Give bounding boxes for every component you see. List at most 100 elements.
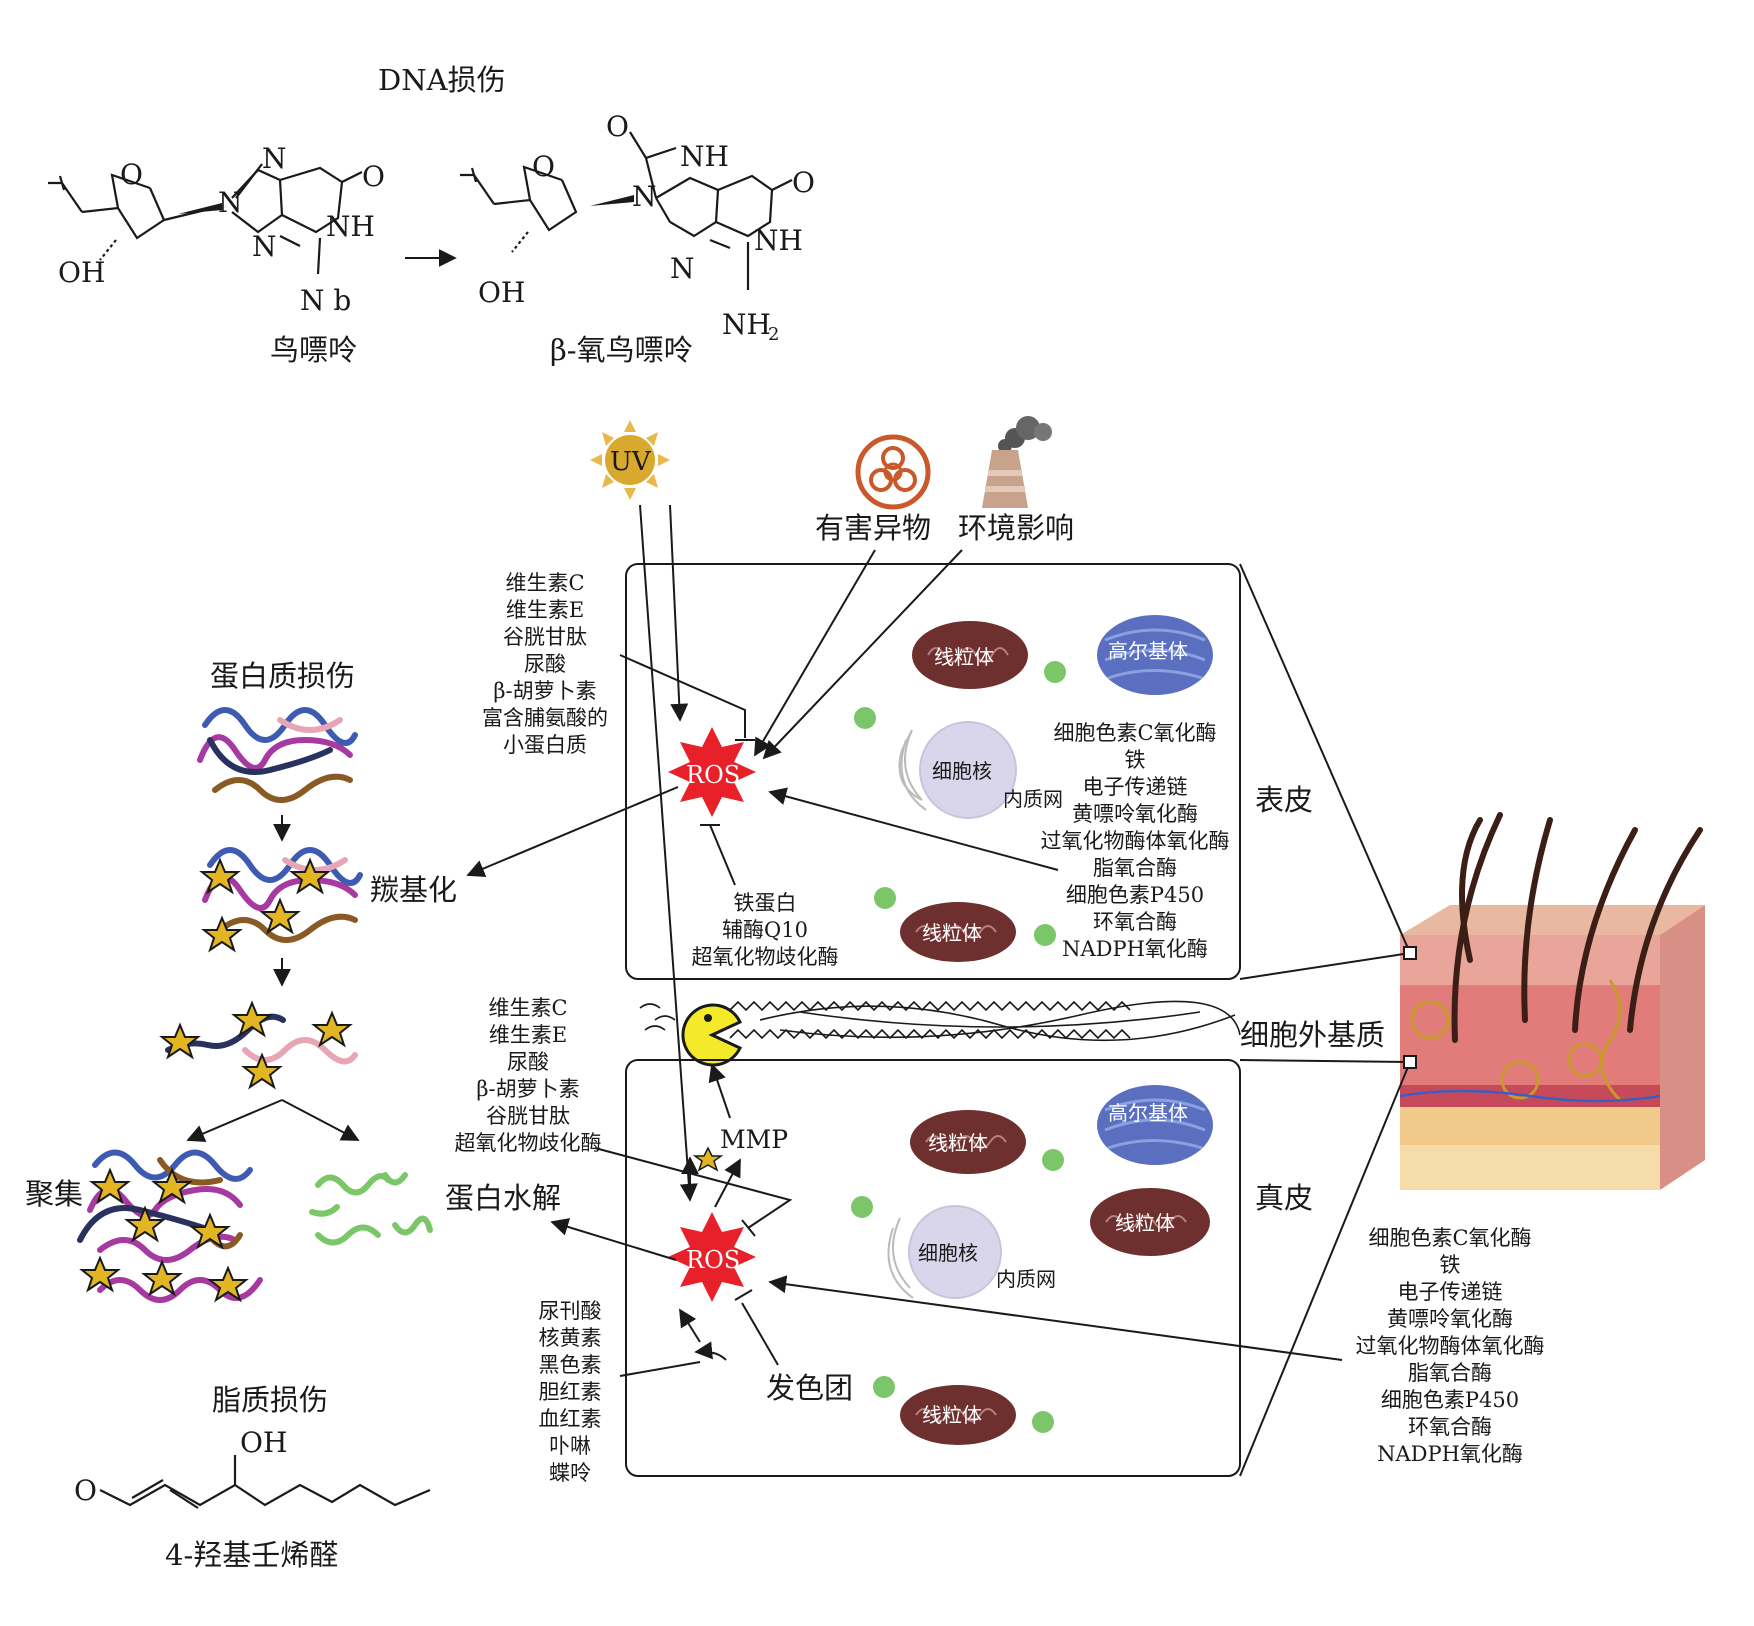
- list-item: 电子传递链: [1083, 775, 1188, 799]
- guanine-n3: N: [252, 230, 277, 263]
- carbonylation-label: 羰基化: [370, 873, 457, 907]
- oxog-n1h: NH: [754, 224, 803, 257]
- oxoguanine-structure: O N O NH O NH N OH NH 2: [460, 110, 815, 345]
- lipid-damage-section: 脂质损伤 O OH 4-羟基壬烯醛: [74, 1383, 431, 1572]
- list-item: 辅酶Q10: [722, 918, 808, 942]
- vesicle-dot: [1044, 661, 1066, 683]
- list-item: 核黄素: [539, 1326, 602, 1350]
- hne-label: 4-羟基壬烯醛: [165, 1538, 338, 1572]
- list-item: 过氧化物酶体氧化酶: [1041, 829, 1230, 853]
- protein-coil-native: [197, 707, 358, 803]
- golgi-epi: 高尔基体: [1097, 615, 1213, 695]
- list-item: 过氧化物酶体氧化酶: [1356, 1334, 1545, 1358]
- guanine-oh: OH: [58, 256, 105, 289]
- list-item: 细胞色素C氧化酶: [1053, 721, 1216, 745]
- epidermis-panel: 线粒体 高尔基体 细胞核 内质网 线粒体 ROS 细: [625, 563, 1313, 980]
- oxog-nh2-subscript: 2: [768, 324, 779, 345]
- chromophore-list: 尿刊酸 核黄素 黑色素 胆红素 血红素 卟啉 蝶呤: [539, 1299, 602, 1485]
- list-item: 铁: [1440, 1253, 1461, 1277]
- guanine-nb: N b: [300, 284, 351, 317]
- factory-smoke-icon: [982, 416, 1052, 508]
- proteolysis-fragments: [309, 1172, 433, 1246]
- mmp-star: [692, 1146, 724, 1172]
- er-label-epi: 内质网: [1003, 787, 1063, 811]
- list-item: 铁蛋白: [734, 891, 797, 915]
- golgi-derm: 高尔基体: [1097, 1085, 1213, 1165]
- list-item: 黑色素: [539, 1353, 602, 1377]
- vesicle-dot: [1032, 1411, 1054, 1433]
- hne-structure: O OH: [74, 1426, 431, 1509]
- enzyme-antioxidant-list-epidermis: 铁蛋白 辅酶Q10 超氧化物歧化酶: [692, 891, 839, 969]
- ros-label-dermis: ROS: [686, 1246, 740, 1274]
- list-item: 尿酸: [507, 1050, 549, 1074]
- golgi-label-epi: 高尔基体: [1108, 639, 1188, 663]
- mito-label-derm-2: 线粒体: [1115, 1211, 1175, 1235]
- chromophore-label: 发色团: [766, 1371, 853, 1405]
- ros-burst-dermis: ROS: [668, 1212, 756, 1302]
- guanine-ring-oxygen: O: [120, 158, 143, 191]
- mito-label-epi-1: 线粒体: [934, 645, 994, 669]
- guanine-n9: N: [218, 186, 243, 219]
- skin-cross-section-illustration: [1399, 812, 1705, 1190]
- pacman-icon: [681, 1003, 743, 1067]
- list-item: 胆红素: [539, 1380, 602, 1404]
- nucleus-derm: 细胞核 内质网: [887, 1205, 1056, 1299]
- guanine-n1h: NH: [326, 210, 375, 243]
- carbonyl-stars-1: [199, 857, 331, 953]
- guanine-structure: O N N O NH N OH N b: [48, 142, 385, 317]
- dna-damage-section: DNA损伤 O N N O NH N OH N b 鸟嘌呤: [48, 63, 815, 367]
- list-item: 谷胱甘肽: [486, 1104, 570, 1128]
- list-item: 脂氧合酶: [1093, 856, 1177, 880]
- list-item: NADPH氧化酶: [1062, 937, 1208, 961]
- sources-section: UV 有害异物 环境影响: [590, 416, 1074, 545]
- ros-source-list-epidermis: 细胞色素C氧化酶 铁 电子传递链 黄嘌呤氧化酶 过氧化物酶体氧化酶 脂氧合酶 细…: [1041, 721, 1230, 961]
- list-item: 环氧合酶: [1093, 910, 1177, 934]
- proteolysis-label: 蛋白水解: [445, 1181, 561, 1215]
- list-item: 血红素: [539, 1407, 602, 1431]
- mitochondrion-derm-3: 线粒体: [900, 1385, 1016, 1445]
- vesicle-dot: [873, 1376, 895, 1398]
- zoom-connectors: [1239, 563, 1417, 1477]
- vesicle-dot: [1042, 1149, 1064, 1171]
- vesicle-dot: [854, 707, 876, 729]
- carbonyl-stars-2: [159, 1000, 353, 1090]
- antioxidant-list-epidermis: 维生素C 维生素E 谷胱甘肽 尿酸 β-胡萝卜素 富含脯氨酸的 小蛋白质: [482, 571, 608, 757]
- mito-label-derm-1: 线粒体: [928, 1131, 988, 1155]
- list-item: 黄嘌呤氧化酶: [1387, 1307, 1513, 1331]
- guanine-carbonyl-o: O: [362, 160, 385, 193]
- list-item: β-胡萝卜素: [493, 679, 596, 703]
- antioxidant-list-dermis: 维生素C 维生素E 尿酸 β-胡萝卜素 谷胱甘肽 超氧化物歧化酶: [455, 996, 602, 1155]
- mitochondrion-derm-2: 线粒体: [1090, 1188, 1210, 1256]
- mmp-label: MMP: [720, 1125, 788, 1154]
- list-item: 尿酸: [524, 652, 566, 676]
- vesicle-dot: [1034, 924, 1056, 946]
- protein-damage-title: 蛋白质损伤: [210, 659, 355, 693]
- mitochondrion-epi-1: 线粒体: [912, 621, 1028, 689]
- guanine-label: 鸟嘌呤: [270, 333, 357, 367]
- protein-damage-section: 蛋白质损伤 羰基化: [25, 659, 561, 1303]
- list-item: 脂氧合酶: [1408, 1361, 1492, 1385]
- mitochondrion-epi-2: 线粒体: [900, 902, 1016, 962]
- golgi-label-derm: 高尔基体: [1108, 1101, 1188, 1125]
- list-item: NADPH氧化酶: [1377, 1442, 1523, 1466]
- dermis-label: 真皮: [1255, 1181, 1313, 1215]
- list-item: 蝶呤: [549, 1461, 591, 1485]
- list-item: 富含脯氨酸的: [482, 706, 608, 730]
- list-item: 细胞色素P450: [1381, 1388, 1519, 1412]
- list-item: 小蛋白质: [503, 733, 587, 757]
- environment-label: 环境影响: [958, 511, 1074, 545]
- oxog-nh2: NH: [722, 308, 771, 341]
- er-label-derm: 内质网: [996, 1267, 1056, 1291]
- dna-damage-title: DNA损伤: [378, 63, 506, 97]
- list-item: 维生素C: [488, 996, 567, 1020]
- nucleus-label-derm: 细胞核: [918, 1241, 978, 1265]
- uv-sun-icon: UV: [590, 420, 670, 500]
- epidermis-label: 表皮: [1255, 783, 1313, 817]
- list-item: 超氧化物歧化酶: [455, 1131, 602, 1155]
- list-item: 谷胱甘肽: [503, 625, 587, 649]
- oxog-ring-oxygen: O: [532, 150, 555, 183]
- mitochondrion-derm-1: 线粒体: [910, 1110, 1026, 1174]
- ros-label-epidermis: ROS: [686, 761, 740, 789]
- list-item: 卟啉: [549, 1434, 591, 1458]
